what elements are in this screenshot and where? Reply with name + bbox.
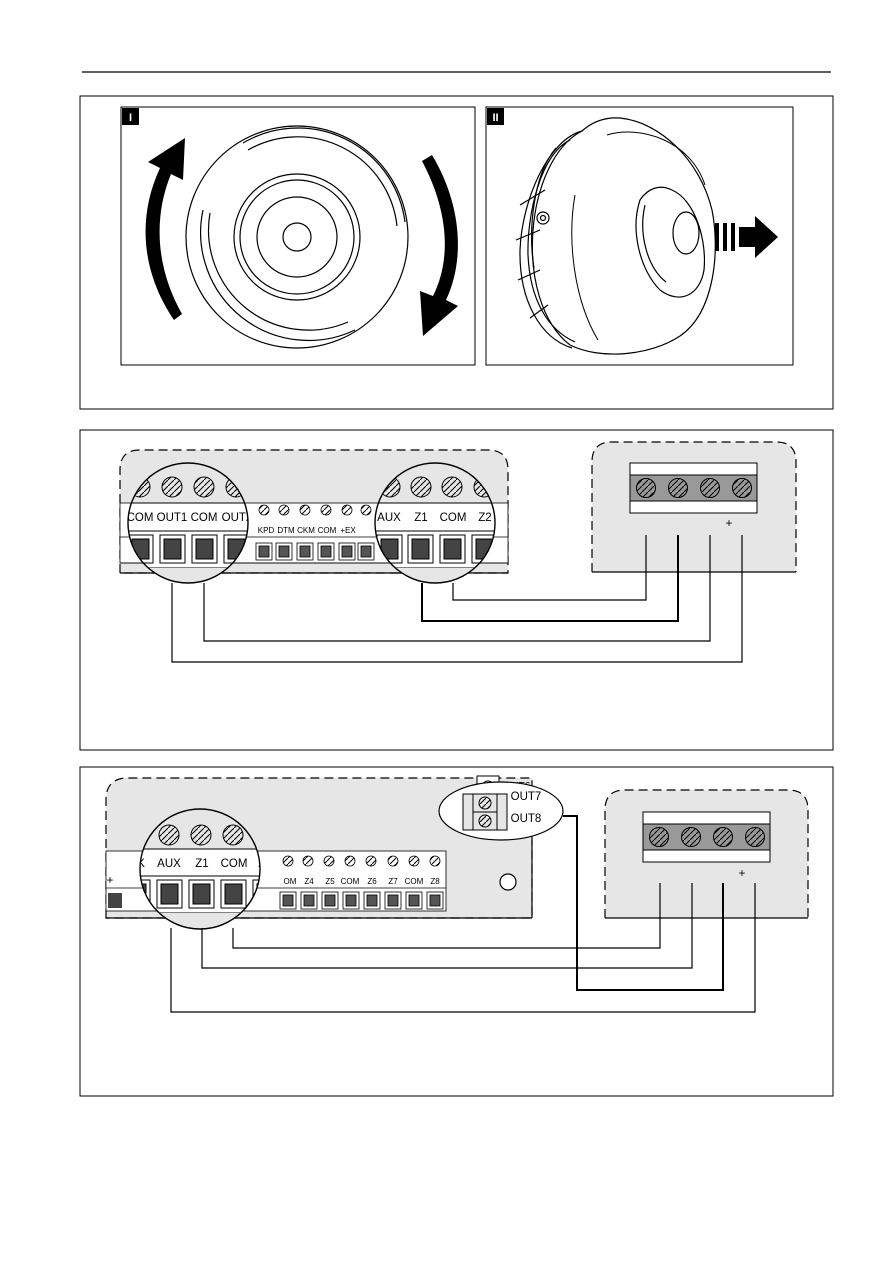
terminal-label-com-a: COM: [341, 877, 360, 886]
terminal-label-z8: Z8: [430, 877, 440, 886]
terminal-label-out2: OUT2: [222, 512, 253, 524]
rotate-arrow-down-icon: [420, 155, 458, 336]
terminal-label-ckm: CKM: [297, 526, 315, 535]
figure-frame-3: [79, 766, 834, 1097]
figure-frame-2: [79, 429, 834, 751]
terminal-label-com-2: COM: [191, 512, 218, 524]
wiring-diagram-2: [171, 535, 743, 663]
step-two-frame: [485, 106, 794, 366]
detector-terminal-block-3: +: [604, 789, 809, 919]
terminal-label-z4: Z4: [304, 877, 314, 886]
small-terminal-strip-3: OM Z4 Z5 COM Z6 Z7 COM Z8: [279, 855, 444, 910]
terminal-label-ex: +EX: [340, 526, 356, 535]
out7-label: OUT7: [511, 791, 542, 803]
step-one-badge: [122, 108, 139, 125]
out8-label: OUT8: [511, 813, 542, 825]
terminal-label-z6: Z6: [367, 877, 377, 886]
terminal-label-com-1: COM: [127, 512, 154, 524]
wiring-diagram-3: [170, 815, 756, 1013]
step-one-panel: I: [120, 106, 476, 366]
terminal-label-com-b: COM: [405, 877, 424, 886]
detector-plus-label-3: +: [739, 868, 746, 880]
detector-terminal-block-2: +: [591, 441, 797, 573]
terminal-label-com-3: COM: [221, 858, 248, 870]
rotate-arrow-up-icon: [145, 138, 185, 320]
middle-terminal-strip-2: KPD DTM CKM COM +EX: [255, 504, 375, 561]
figure-frame-1: [79, 95, 834, 410]
terminal-label-out1: OUT1: [157, 512, 188, 524]
terminal-label-ck: CK: [129, 858, 145, 870]
terminal-label-z2: Z2: [478, 512, 491, 524]
terminal-label-z7: Z7: [388, 877, 398, 886]
edge-label-plus: +: [107, 875, 114, 887]
terminal-label-z1-3: Z1: [195, 858, 208, 870]
step-one-label: I: [129, 112, 132, 124]
terminal-label-z1: Z1: [414, 512, 427, 524]
detector-plus-label-2: +: [726, 518, 733, 530]
terminal-label-aux: AUX: [377, 512, 401, 524]
step-two-panel: II: [485, 106, 794, 366]
detector-top-view: [185, 125, 409, 349]
output-terminals-bubble: OUT6 OUT7 OUT8: [438, 775, 564, 841]
terminal-label-com: COM: [318, 526, 337, 535]
step-two-badge: [487, 108, 504, 125]
step-one-frame: [120, 106, 476, 366]
terminal-label-om: OM: [284, 877, 297, 886]
terminal-label-z5: Z5: [325, 877, 335, 886]
detector-side-view: [515, 117, 716, 355]
step-two-label: II: [492, 112, 498, 124]
terminal-label-dtm: DTM: [277, 526, 295, 535]
pull-arrow-icon: [715, 216, 778, 258]
terminal-label-aux-3: AUX: [157, 858, 181, 870]
terminal-label-kpd: KPD: [258, 526, 275, 535]
terminal-label-com-3: COM: [440, 512, 467, 524]
